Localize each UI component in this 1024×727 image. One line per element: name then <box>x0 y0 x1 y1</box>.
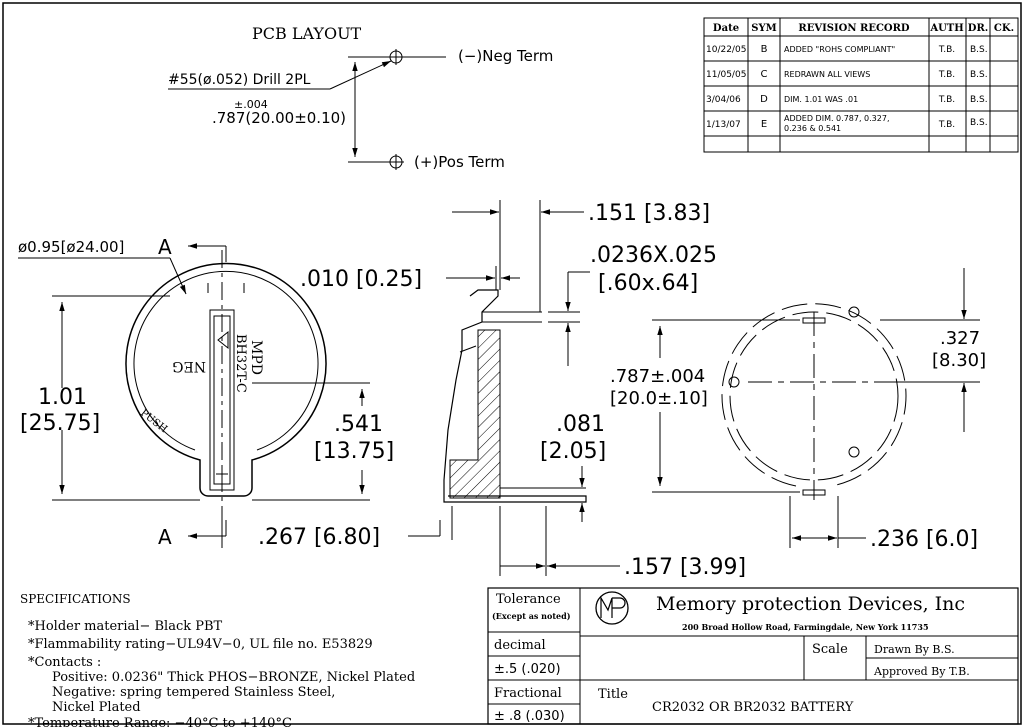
drawn-by: Drawn By B.S. <box>874 643 955 656</box>
rev-desc: DIM. 1.01 WAS .01 <box>784 95 858 104</box>
company-logo-icon <box>595 591 629 625</box>
rev-dr: B.S. <box>970 95 988 105</box>
dim-081-mm: [2.05] <box>540 439 606 464</box>
rev-header-date: Date <box>713 23 739 34</box>
spec-line: *Holder material− Black PBT <box>28 619 223 634</box>
rev-desc: ADDED DIM. 0.787, 0.327, <box>784 114 890 123</box>
drawing-title: CR2032 OR BR2032 BATTERY <box>652 700 854 715</box>
fractional-value: ± .8 (.030) <box>494 709 565 724</box>
dim-267: .267 [6.80] <box>258 525 380 550</box>
pcb-layout: PCB LAYOUT (−)Neg Term (+)Pos Term #55(ø… <box>168 24 553 171</box>
rev-desc: REDRAWN ALL VIEWS <box>784 70 870 79</box>
rev-header-sym: SYM <box>751 23 776 34</box>
tolerance-except: (Except as noted) <box>492 611 571 621</box>
height-dim-mm: [25.75] <box>20 411 100 436</box>
section-a-bottom: A <box>158 525 172 549</box>
dim-0236: .0236X.025 <box>590 243 717 268</box>
diameter-dim: ø0.95[ø24.00] <box>18 238 124 256</box>
title-label: Title <box>598 687 628 702</box>
dim-327-mm: [8.30] <box>932 350 986 371</box>
drill-callout: #55(ø.052) Drill 2PL <box>168 72 311 88</box>
front-view: NEG MPD BH32T-C PUSH A A ø0.95[ø24.00] 1… <box>18 235 441 550</box>
rev-sym: E <box>761 119 767 130</box>
section-a-top: A <box>158 235 172 259</box>
dim-327-in: .327 <box>940 328 980 349</box>
rev-auth: T.B. <box>938 45 955 55</box>
rev-auth: T.B. <box>938 120 955 130</box>
decimal-value: ±.5 (.020) <box>494 662 561 677</box>
rev-header-ck: CK. <box>994 23 1014 34</box>
rev-date: 10/22/05 <box>706 45 746 55</box>
company-name: Memory protection Devices, Inc <box>656 593 965 615</box>
dim-010: .010 [0.25] <box>300 267 422 292</box>
approved-by: Approved By T.B. <box>873 665 970 678</box>
mpd-marking: MPD <box>248 340 264 375</box>
side-section-view: .151 [3.83] .010 [0.25] .0236X.025 [.60x… <box>300 200 746 580</box>
contact-section <box>443 289 587 503</box>
decimal-label: decimal <box>494 638 546 653</box>
rev-desc: ADDED "ROHS COMPLIANT" <box>784 45 895 54</box>
spec-line: *Contacts : <box>28 655 101 670</box>
neg-term-label: (−)Neg Term <box>458 47 553 65</box>
tolerance-label: Tolerance <box>496 592 561 607</box>
rev-dr: B.S. <box>970 70 988 80</box>
holder-inner-circle <box>133 270 319 451</box>
rev-date: 11/05/05 <box>706 70 746 80</box>
spec-line: Nickel Plated <box>52 700 141 715</box>
specifications: SPECIFICATIONS *Holder material− Black P… <box>20 592 415 727</box>
dim-541-mm: [13.75] <box>314 439 394 464</box>
spacing-tolerance: ±.004 <box>234 98 268 111</box>
rev-date: 1/13/07 <box>706 120 741 130</box>
rev-sym: D <box>760 94 768 105</box>
rev-header-auth: AUTH <box>929 23 963 34</box>
pcb-layout-title: PCB LAYOUT <box>252 24 362 43</box>
dim-157: .157 [3.99] <box>624 555 746 580</box>
dim-787-mm: [20.0±.10] <box>610 388 708 409</box>
holder-section-hatched <box>449 329 501 499</box>
rev-header-dr: DR. <box>968 23 988 34</box>
fractional-label: Fractional <box>494 686 562 701</box>
dim-151: .151 [3.83] <box>588 201 710 226</box>
dim-787-in: .787±.004 <box>610 366 705 387</box>
rev-dr: B.S. <box>970 45 988 55</box>
pos-term-label: (+)Pos Term <box>414 153 505 171</box>
model-marking: BH32T-C <box>233 334 248 393</box>
rev-sym: C <box>761 69 768 80</box>
company-address: 200 Broad Hollow Road, Farmingdale, New … <box>682 622 929 632</box>
dim-236: .236 [6.0] <box>870 527 978 552</box>
scale-label: Scale <box>812 642 848 657</box>
top-right-hole <box>848 306 860 318</box>
spec-line: Negative: spring tempered Stainless Stee… <box>52 685 335 700</box>
height-dim-in: 1.01 <box>38 385 87 410</box>
footprint-view: .787±.004 [20.0±.10] .327 [8.30] .236 [6… <box>610 268 986 552</box>
rev-sym: B <box>761 44 768 55</box>
bottom-right-hole <box>848 446 860 458</box>
rev-desc-continued: 0.236 & 0.541 <box>784 124 841 133</box>
left-hole <box>728 376 740 388</box>
spec-line: Positive: 0.0236" Thick PHOS−BRONZE, Nic… <box>52 670 415 685</box>
rev-auth: T.B. <box>938 70 955 80</box>
holder-outline <box>125 262 327 497</box>
dim-081-in: .081 <box>556 412 605 437</box>
revision-table: Date SYM REVISION RECORD AUTH DR. CK. 10… <box>703 17 1019 153</box>
spec-line: *Temperature Range: −40°C to +140°C <box>28 716 292 727</box>
neg-marking: NEG <box>172 358 206 374</box>
rev-header-record: REVISION RECORD <box>798 23 910 34</box>
bottom-slot <box>802 489 826 496</box>
dim-541-in: .541 <box>334 412 383 437</box>
rev-date: 3/04/06 <box>706 95 741 105</box>
push-marking: PUSH <box>138 408 169 436</box>
rev-dr: B.S. <box>970 118 988 128</box>
top-slot <box>802 317 826 324</box>
terminal-spacing-dim: .787(20.00±0.10) <box>212 109 346 127</box>
title-block: Tolerance (Except as noted) decimal ±.5 … <box>487 587 1019 725</box>
specs-title: SPECIFICATIONS <box>20 592 131 606</box>
rev-auth: T.B. <box>938 95 955 105</box>
dim-0236-mm: [.60x.64] <box>598 271 698 296</box>
spec-line: *Flammability rating−UL94V−0, UL file no… <box>28 637 373 652</box>
